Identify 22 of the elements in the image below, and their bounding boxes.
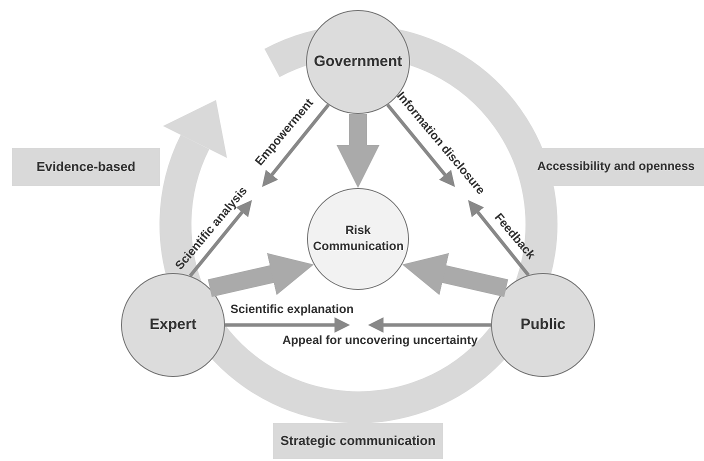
block-arrow bbox=[402, 253, 508, 297]
block-arrow bbox=[208, 253, 314, 297]
arrow bbox=[225, 317, 350, 333]
principle-banner bbox=[273, 423, 443, 459]
node-label: Expert bbox=[150, 315, 196, 335]
node-label: Strategic communication bbox=[280, 432, 436, 450]
node-label: Risk Communication bbox=[313, 223, 403, 255]
node-label: Accessibility and openness bbox=[537, 159, 695, 175]
arrow bbox=[468, 200, 530, 276]
principle-banner bbox=[12, 148, 160, 186]
arrow bbox=[188, 200, 252, 277]
topic-circle bbox=[307, 188, 409, 290]
edge-label: Scientific explanation bbox=[230, 302, 354, 316]
node-label: Public bbox=[520, 315, 566, 335]
node-label: Evidence-based bbox=[36, 158, 136, 176]
node-label: Government bbox=[314, 52, 402, 72]
arrow bbox=[262, 104, 330, 187]
actor-circle bbox=[121, 273, 225, 377]
arrow bbox=[386, 104, 455, 187]
actor-circle bbox=[491, 273, 595, 377]
arrow bbox=[368, 317, 491, 333]
edge-label: Appeal for uncovering uncertainty bbox=[282, 333, 478, 347]
